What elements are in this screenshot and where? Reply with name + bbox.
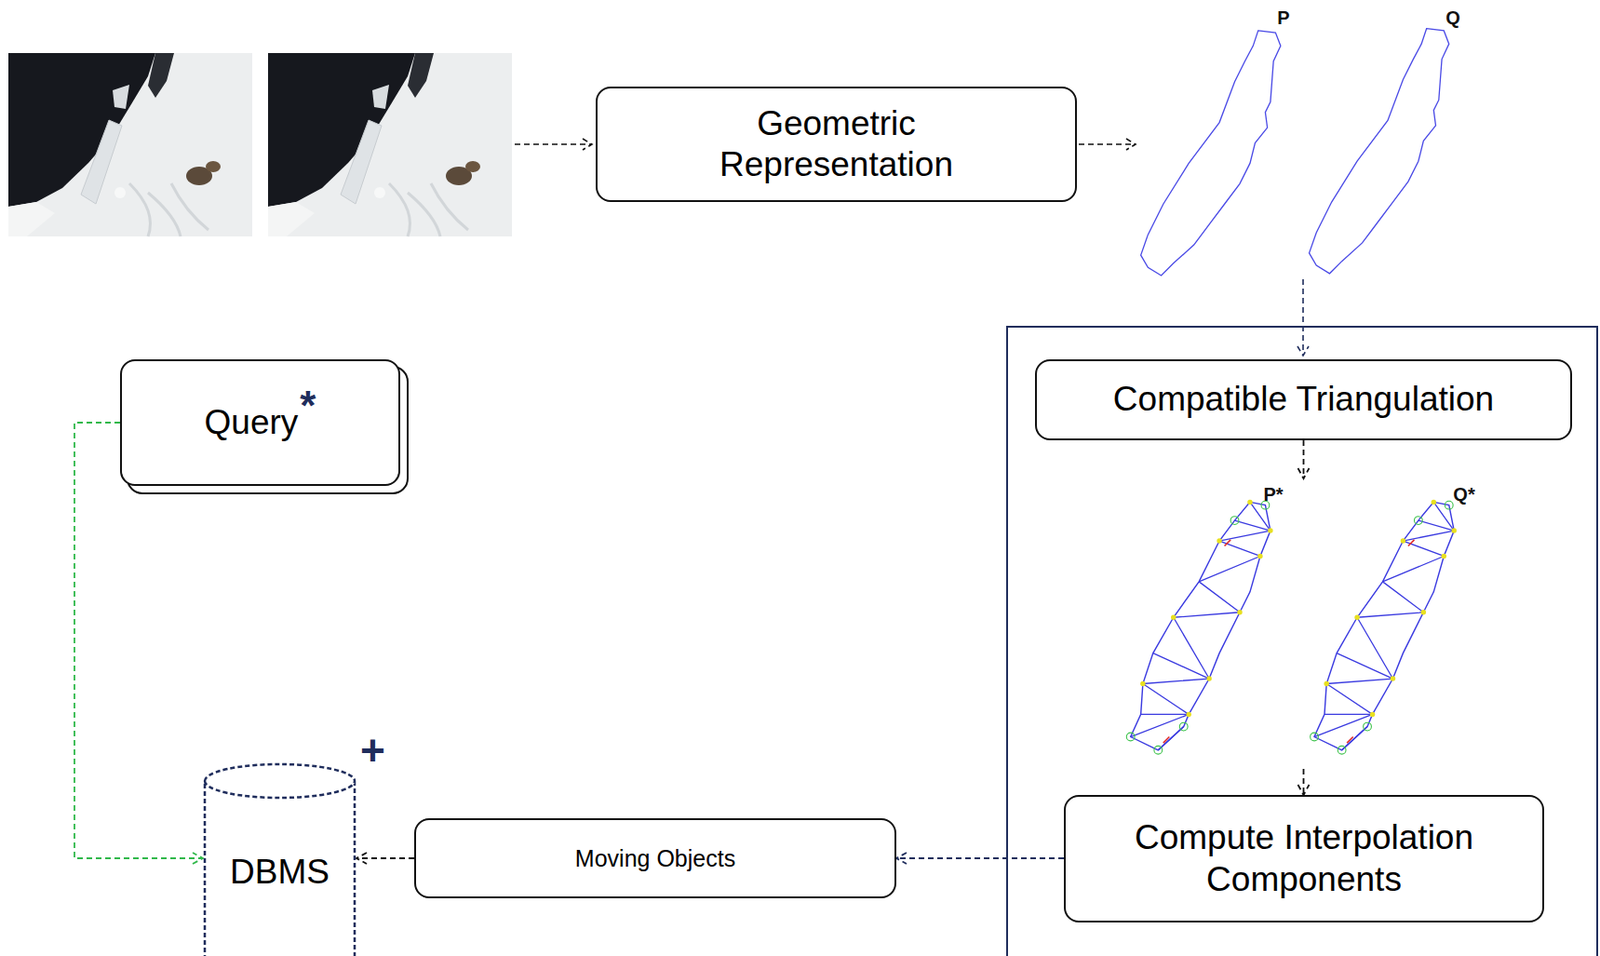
process-box: Moving Objects xyxy=(414,818,897,899)
node-content: Query* xyxy=(121,361,399,485)
node-content: DBMS xyxy=(202,820,357,924)
dashed-arrow xyxy=(1298,440,1310,795)
node-content: Compute Interpolation Components xyxy=(1065,796,1543,921)
dashed-arrow xyxy=(74,422,203,864)
shape-label: Q* xyxy=(1452,484,1475,506)
marker-symbol: * xyxy=(299,381,316,431)
node-label: Geometric Representation xyxy=(687,103,986,187)
marker-symbol: + xyxy=(360,725,386,777)
query-box: Query* xyxy=(120,359,401,486)
node-content: Compatible Triangulation xyxy=(1036,361,1571,439)
node-label: Moving Objects xyxy=(575,844,736,873)
shape-label: Q xyxy=(1445,7,1461,29)
shape-label: P* xyxy=(1263,484,1283,506)
node-label: Compatible Triangulation xyxy=(1113,378,1494,420)
node-label: Compute Interpolation Components xyxy=(1103,817,1505,901)
dashed-arrow xyxy=(356,852,415,864)
shape-label: P xyxy=(1277,7,1290,29)
node-label: DBMS xyxy=(229,851,330,893)
node-content: Moving Objects xyxy=(416,820,895,897)
node-content: Geometric Representation xyxy=(597,88,1076,201)
cylinder-line xyxy=(204,764,355,956)
process-box: Compatible Triangulation xyxy=(1035,359,1573,441)
dashed-arrow xyxy=(896,852,1064,864)
node-label: Query xyxy=(204,402,299,444)
process-box: Compute Interpolation Components xyxy=(1063,794,1545,923)
database-cylinder: DBMS+ xyxy=(202,760,357,956)
process-box: Geometric Representation xyxy=(595,86,1077,202)
